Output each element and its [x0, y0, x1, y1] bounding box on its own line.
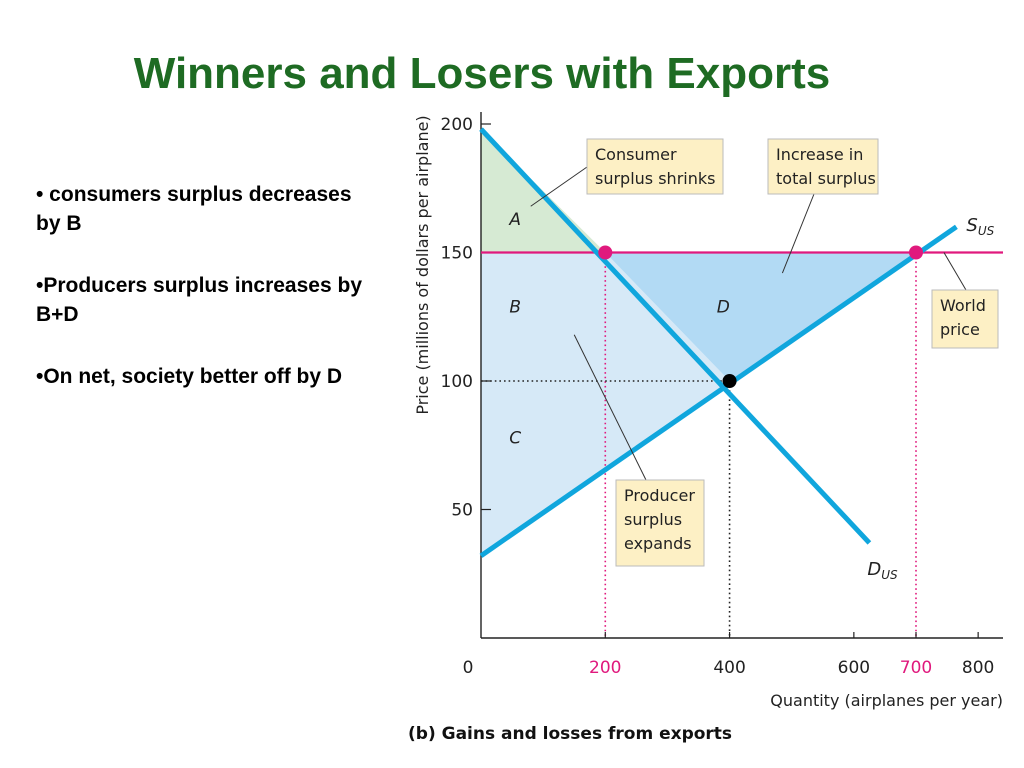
region-d: [605, 252, 916, 381]
callout-text-consumer-1: surplus shrinks: [595, 169, 715, 188]
callout-leader-consumer: [530, 166, 588, 207]
x-tick-label-0: 0: [463, 658, 474, 678]
callout-leader-total: [781, 193, 815, 274]
bullet-net-gain: •On net, society better off by D: [36, 365, 343, 388]
y-tick-label-50: 50: [451, 501, 473, 521]
bullet-consumer-surplus: • consumers surplus decreases by B: [36, 183, 352, 235]
callout-text-total-0: Increase in: [776, 145, 863, 164]
y-axis-label: Price (millions of dollars per airplane): [413, 115, 432, 414]
callout-box-consumer: [586, 138, 724, 195]
region-label-b: B: [509, 297, 521, 317]
x-tick-label-800: 800: [962, 658, 994, 678]
point-400-100: [722, 374, 737, 388]
callout-text-producer-2: expands: [624, 534, 692, 553]
bullet-list: • consumers surplus decreases by B •Prod…: [36, 180, 366, 424]
callout-leader-world: [943, 252, 967, 291]
callout-box-total: [767, 138, 879, 195]
chart-caption: (b) Gains and losses from exports: [408, 724, 732, 744]
callout-text-world-0: World: [940, 296, 986, 315]
callout-text-consumer-0: Consumer: [595, 145, 677, 164]
x-tick-label-200: 200: [589, 658, 621, 678]
region-label-c: C: [509, 429, 521, 449]
demand-curve: [479, 127, 872, 545]
point-200-150: [598, 245, 613, 260]
point-700-150: [909, 245, 923, 260]
y-tick-label-100: 100: [441, 372, 473, 392]
supply-curve-label: SUS: [966, 215, 994, 238]
bullet-producer-surplus: •Producers surplus increases by B+D: [36, 274, 362, 326]
callout-text-producer-0: Producer: [624, 486, 695, 505]
callout-text-world-1: price: [940, 320, 980, 339]
callout-text-producer-1: surplus: [624, 510, 682, 529]
y-tick-label-150: 150: [441, 244, 473, 264]
x-tick-label-700: 700: [900, 658, 932, 678]
demand-curve-label: DUS: [867, 559, 898, 582]
x-tick-label-400: 400: [713, 658, 745, 678]
region-label-a: A: [508, 210, 521, 230]
callout-leader-producer: [573, 334, 647, 481]
region-label-d: D: [717, 297, 730, 317]
supply-curve: [479, 224, 958, 558]
callout-box-producer: [615, 479, 705, 567]
region-b: [481, 252, 730, 381]
y-tick-label-200: 200: [441, 115, 473, 135]
x-axis-label: Quantity (airplanes per year): [770, 691, 1003, 710]
callout-text-total-1: total surplus: [776, 169, 876, 188]
slide-title: Winners and Losers with Exports: [133, 49, 831, 98]
callout-box-world: [931, 289, 999, 349]
x-tick-label-600: 600: [838, 658, 870, 678]
